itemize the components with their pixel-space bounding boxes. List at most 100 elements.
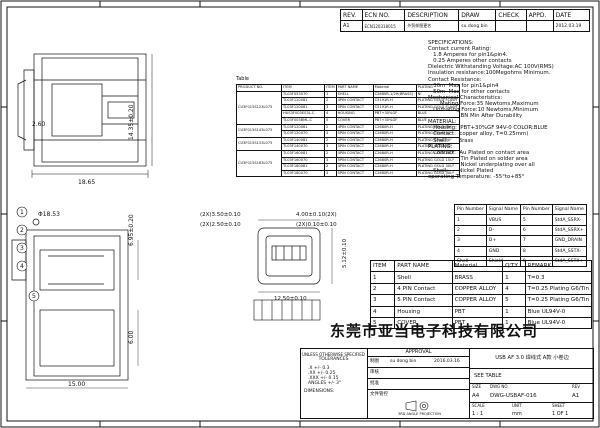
rev-label: REV	[572, 384, 581, 389]
tol-x: .X	[308, 366, 313, 371]
table-cell: TL03F003BML-C	[281, 116, 325, 125]
bom-cell: BRASS	[451, 271, 504, 284]
balloon-3: 3	[20, 245, 24, 252]
spec-line: BN Min After Durability	[428, 113, 523, 120]
table-cell: PBT+30%GF	[372, 110, 417, 118]
projection-symbol	[405, 400, 429, 412]
table-cell: 3	[324, 156, 337, 165]
tol-x-val: 0.3	[322, 366, 330, 371]
bom-cell: Housing	[394, 305, 453, 318]
bom-cell: 1	[369, 271, 396, 284]
table-cell: 3	[324, 169, 337, 178]
table-cell: 2	[324, 149, 337, 158]
dwg-no-label: DWG NO.	[490, 384, 509, 389]
spec-line: Shell: Brass	[428, 137, 474, 144]
table-cell: 5PIN CONTACT	[335, 156, 374, 165]
table-cell: 4PIN CONTACT	[335, 123, 374, 132]
spec-line: Mating Force:35 Newtoms,Maximum	[428, 100, 539, 107]
balloon-5: 5	[32, 293, 36, 300]
bom-cell: 4	[502, 282, 526, 296]
tol-xxx-pm: +/-	[320, 376, 328, 381]
table-cell: 4PIN CONTACT	[335, 163, 374, 171]
sheet-value: 1 OF 1	[552, 411, 569, 417]
spec-line: PLATING:	[428, 143, 453, 150]
bom-cell: COVER	[394, 316, 453, 330]
bom-cell: 4 PIN Contact	[394, 282, 453, 296]
dim-0-10: (2X)0.10±0.10	[296, 222, 337, 228]
table-cell: C2680R-H	[372, 163, 417, 171]
prod-header-item: ITEM	[324, 84, 337, 92]
check-value	[495, 20, 527, 32]
tol-title: UNLESS OTHERWISE SPECIFIED	[302, 352, 365, 357]
bom-header-material: Material	[451, 259, 504, 273]
title-info-box: USB AF 3.0 焊线式 A款 小卷边 SEE TABLE SIZE DWG…	[470, 348, 594, 419]
rev-header-ecn: ECN NO.	[361, 9, 406, 21]
table-cell: C2680R-1/2H(BRASS)	[372, 90, 417, 99]
table-cell: TL03F120081	[281, 97, 325, 105]
dim-18-65: 18.65	[78, 179, 95, 186]
table-cell: 2	[324, 163, 337, 171]
bom-cell: Blue UL94V-0	[524, 316, 593, 330]
connector-side-drawing: Φ18.53 15.00	[11, 211, 139, 389]
table-cell: 2	[324, 136, 337, 145]
pin-cell: GND	[485, 245, 521, 257]
pin-cell: 7	[519, 235, 553, 247]
pin-header-sig1: Signal Name	[485, 203, 521, 216]
balloon-4: 4	[20, 263, 24, 270]
appd-label: 批准	[368, 379, 469, 390]
bom-header-qty: Q'TY	[502, 259, 526, 273]
table-cell: HUS3F003ES3L-C	[281, 110, 325, 118]
pin-cell: D-	[485, 224, 521, 237]
table-cell: TL03F140070	[281, 143, 325, 151]
table-cell: TL03F160081	[281, 149, 325, 158]
dim-12-50: 12.50±0.10	[274, 296, 307, 302]
bom-cell: T=0.25 Plating G6/Tin	[524, 282, 593, 296]
dim-2-50: (2X)2.50±0.10	[200, 222, 241, 228]
bom-cell: Blue UL94V-0	[524, 305, 593, 318]
company-name: 东莞市亚当电子科技有限公司	[330, 322, 539, 340]
draw-label: 制图	[370, 359, 379, 364]
table-cell: C2680R-H	[372, 123, 417, 132]
bom-cell: 1	[502, 305, 526, 318]
pin-cell: 1	[454, 214, 487, 226]
group-code: CU3F015S153L075	[236, 136, 282, 151]
tolerance-box: UNLESS OTHERWISE SPECIFIED TOLERANCES .X…	[300, 348, 368, 419]
bom-cell: Shell	[394, 271, 453, 284]
dim-phi: Φ18.53	[38, 211, 60, 218]
table-cell: 5	[324, 116, 337, 125]
rev-header-appd: APPD.	[525, 9, 554, 21]
table-cell: SHELL	[335, 90, 374, 99]
table-cell: C5191R-H	[372, 103, 417, 112]
projection-label: 3RD ANGLE PROJECTION	[398, 412, 441, 416]
bom-cell: 1	[502, 316, 526, 330]
approval-title: APPROVAL	[368, 348, 469, 357]
table-cell: 3	[324, 143, 337, 151]
table-cell: C2680R-H	[372, 136, 417, 145]
bom-cell: PBT	[451, 305, 504, 318]
size-value: A4	[472, 393, 480, 399]
pin-cell: 2	[454, 224, 487, 237]
table-cell: PBT+30%GF	[372, 116, 417, 125]
scale-label: SCALE	[472, 403, 485, 408]
unit-value: mm	[512, 411, 522, 417]
pin-cell: StdA_SSRX+	[551, 224, 587, 237]
prod-header-name: PART NAME	[335, 84, 374, 92]
balloon-2: 2	[20, 227, 24, 234]
draw-value: su dong bin	[458, 20, 497, 32]
pin-cell: 5	[519, 214, 553, 226]
spec-line: Unmating Force:10 Newtoms,Minimum	[428, 107, 539, 114]
table-cell: 5PIN CONTACT	[335, 103, 374, 112]
draw-name: su dong bin	[390, 359, 417, 364]
spec-line: operating Temperature: -55°to+85°	[428, 174, 525, 181]
tol-xxx: .XXX	[308, 376, 319, 381]
specifications-text: SPECIFICATIONS:Contact current Rating: 1…	[428, 40, 554, 180]
spec-line: SPECIFICATIONS:	[428, 40, 474, 46]
rev-header-check: CHECK	[495, 9, 527, 21]
table-cell: HOUSING	[335, 110, 374, 118]
spec-line: Shell: Nickel Plated	[428, 167, 494, 174]
rev-value-tb: A1	[572, 393, 580, 399]
tol-x-pm: +/-	[313, 366, 321, 371]
table-cell: C5191R-H	[372, 97, 417, 105]
